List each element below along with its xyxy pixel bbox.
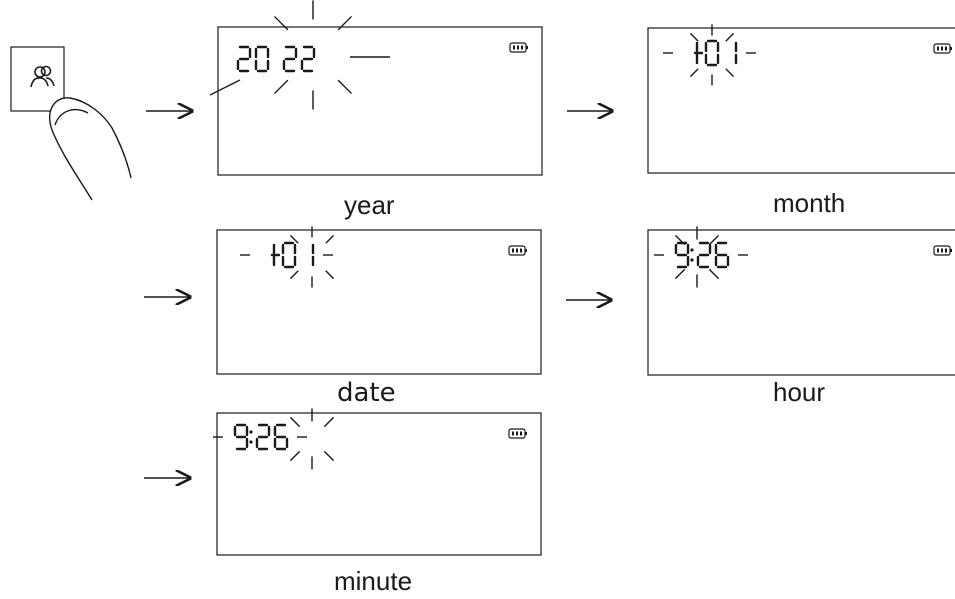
lcd-screen-date [216,226,542,375]
battery-icon [933,43,952,54]
lcd-screen-hour [647,226,955,376]
user-button[interactable] [10,46,65,112]
lcd-digits-date [240,226,334,288]
lcd-screen-minute [213,408,542,556]
lcd-digits-minute [213,408,334,470]
battery-icon [508,245,527,256]
lcd-screen-month [647,24,955,174]
user-icon [30,65,55,88]
finger-pressing [49,97,132,201]
lcd-screen-year [209,0,543,176]
caption-minute: minute [334,566,413,596]
battery-icon [933,245,952,256]
caption-hour: hour [773,377,826,407]
lcd-digits-hour [654,226,748,288]
caption-month: month [773,188,846,218]
battery-icon [509,42,528,53]
caption-date: date [337,378,396,408]
caption-year: year [344,190,395,220]
battery-icon [508,428,527,439]
lcd-digits-month [663,24,756,86]
lcd-digits-year [209,0,390,110]
